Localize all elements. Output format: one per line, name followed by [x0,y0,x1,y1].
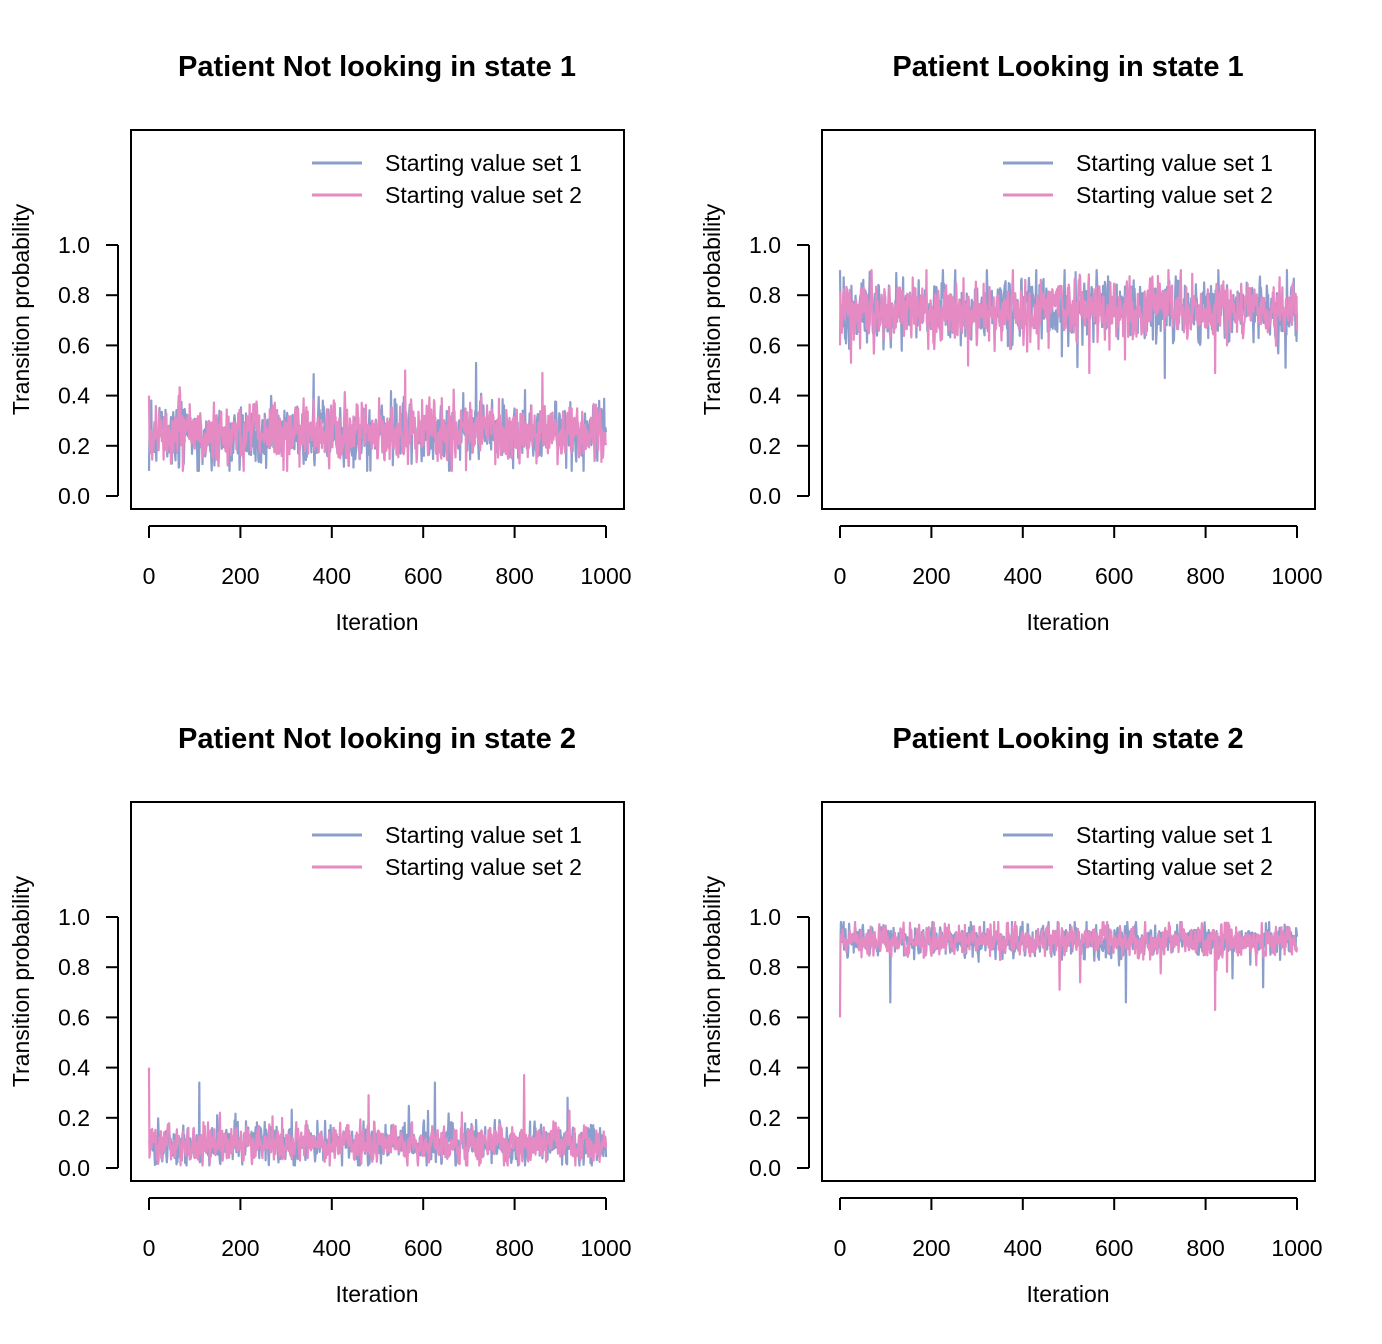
y-tick-label: 0.4 [58,1055,90,1081]
trace-lines [838,269,1299,380]
x-tick-label: 400 [1004,1235,1042,1261]
chart-title: Patient Not looking in state 2 [178,723,576,755]
y-tick-label: 0.0 [749,1155,781,1181]
x-tick-label: 800 [1186,1235,1224,1261]
y-tick-label: 0.2 [58,433,90,459]
chart-panel: Patient Not looking in state 1 0 200 400 600… [8,51,632,635]
y-axis-label: Transition probability [699,875,725,1087]
y-tick-label: 0.8 [58,282,90,308]
y-tick-label: 1.0 [749,232,781,258]
trace-lines [838,920,1299,1018]
legend: Starting value set 1 Starting value set 2 [1003,822,1273,880]
x-tick-label: 600 [1095,1235,1133,1261]
y-axis: 0.0 0.2 0.4 0.6 0.8 1.0 [749,904,810,1181]
legend-label-1: Starting value set 1 [385,822,582,848]
x-tick-label: 800 [1186,563,1224,589]
x-tick-label: 200 [912,1235,950,1261]
y-tick-label: 0.0 [58,1155,90,1181]
chart-title: Patient Looking in state 1 [892,51,1243,83]
x-tick-label: 0 [143,1235,156,1261]
x-tick-label: 200 [221,1235,259,1261]
y-tick-label: 0.4 [58,383,90,409]
y-tick-label: 0.6 [58,332,90,358]
x-tick-label: 200 [912,563,950,589]
trace-lines [147,361,608,472]
x-tick-label: 800 [495,563,533,589]
y-axis-label: Transition probability [8,875,34,1087]
trace-lines [147,1067,608,1167]
chart-panel: Patient Looking in state 1 0 200 400 600 800 1… [699,51,1323,635]
series-line-2 [838,920,1299,1018]
y-axis: 0.0 0.2 0.4 0.6 0.8 1.0 [749,232,810,509]
x-tick-label: 800 [495,1235,533,1261]
x-tick-label: 0 [143,563,156,589]
x-tick-label: 1000 [1271,563,1322,589]
x-axis-label: Iteration [335,609,418,635]
y-tick-label: 0.8 [58,954,90,980]
y-tick-label: 0.8 [749,954,781,980]
y-tick-label: 0.2 [58,1105,90,1131]
y-tick-label: 0.8 [749,282,781,308]
x-tick-label: 200 [221,563,259,589]
x-axis-label: Iteration [335,1281,418,1307]
series-line-2 [838,269,1299,375]
y-tick-label: 0.6 [749,1004,781,1030]
x-tick-label: 400 [313,563,351,589]
x-tick-label: 400 [313,1235,351,1261]
legend-label-2: Starting value set 2 [1076,182,1273,208]
x-axis: 0 200 400 600 800 1000 [143,525,632,589]
x-axis-label: Iteration [1026,1281,1109,1307]
x-tick-label: 600 [1095,563,1133,589]
chart-panel: Patient Not looking in state 2 0 200 400 600… [8,723,632,1307]
legend-label-2: Starting value set 2 [385,854,582,880]
y-tick-label: 1.0 [749,904,781,930]
x-tick-label: 600 [404,563,442,589]
chart-panel: Patient Looking in state 2 0 200 400 600 800 1… [699,723,1323,1307]
y-tick-label: 0.0 [58,483,90,509]
legend-label-1: Starting value set 1 [385,150,582,176]
y-tick-label: 0.4 [749,1055,781,1081]
series-line-2 [147,1067,608,1167]
y-tick-label: 0.2 [749,1105,781,1131]
x-axis-label: Iteration [1026,609,1109,635]
legend: Starting value set 1 Starting value set 2 [312,822,582,880]
plot-box [130,129,625,510]
y-axis: 0.0 0.2 0.4 0.6 0.8 1.0 [58,232,119,509]
y-axis: 0.0 0.2 0.4 0.6 0.8 1.0 [58,904,119,1181]
y-axis-label: Transition probability [8,203,34,415]
x-tick-label: 0 [834,563,847,589]
plot-box [821,129,1316,510]
legend-label-2: Starting value set 2 [1076,854,1273,880]
x-axis: 0 200 400 600 800 1000 [143,1197,632,1261]
x-tick-label: 400 [1004,563,1042,589]
x-tick-label: 0 [834,1235,847,1261]
series-line-2 [147,369,608,472]
chart-title: Patient Looking in state 2 [892,723,1243,755]
chart-title: Patient Not looking in state 1 [178,51,576,83]
x-axis: 0 200 400 600 800 1000 [834,1197,1323,1261]
legend: Starting value set 1 Starting value set 2 [312,150,582,208]
y-tick-label: 0.6 [749,332,781,358]
legend-label-1: Starting value set 1 [1076,150,1273,176]
x-tick-label: 1000 [580,1235,631,1261]
x-tick-label: 600 [404,1235,442,1261]
x-axis: 0 200 400 600 800 1000 [834,525,1323,589]
x-tick-label: 1000 [580,563,631,589]
y-tick-label: 1.0 [58,904,90,930]
y-tick-label: 0.0 [749,483,781,509]
y-tick-label: 0.6 [58,1004,90,1030]
legend-label-2: Starting value set 2 [385,182,582,208]
legend-label-1: Starting value set 1 [1076,822,1273,848]
y-tick-label: 0.2 [749,433,781,459]
plot-box [130,801,625,1182]
y-tick-label: 1.0 [58,232,90,258]
legend: Starting value set 1 Starting value set 2 [1003,150,1273,208]
plot-box [821,801,1316,1182]
y-axis-label: Transition probability [699,203,725,415]
x-tick-label: 1000 [1271,1235,1322,1261]
y-tick-label: 0.4 [749,383,781,409]
